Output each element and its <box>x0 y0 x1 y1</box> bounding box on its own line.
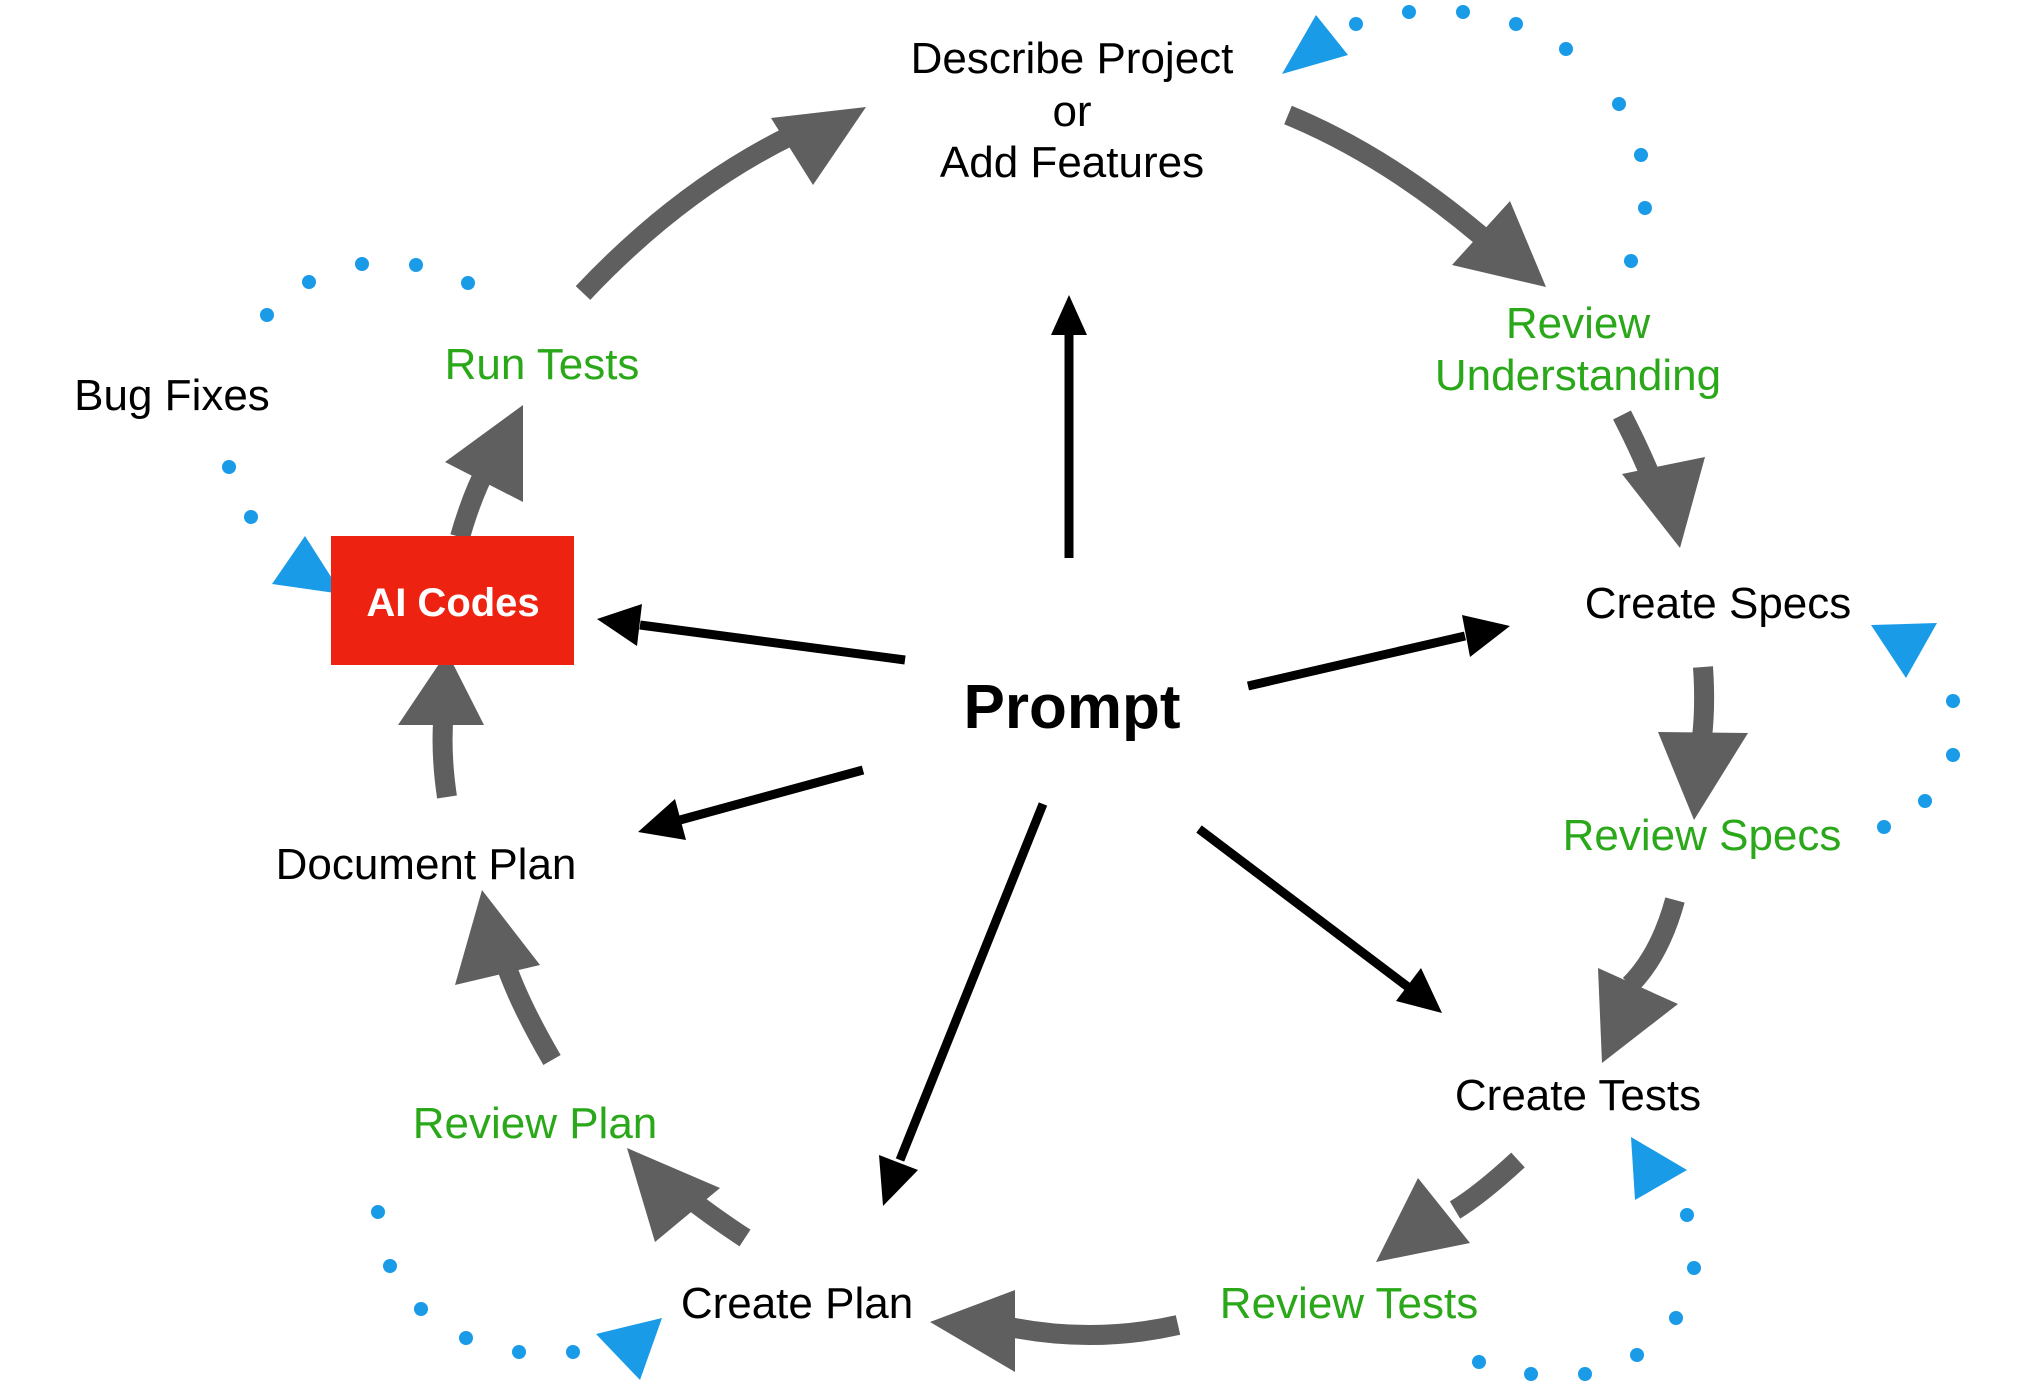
prompt-arrows <box>597 295 1510 1206</box>
arrowhead-document-plan-to-ai-codes <box>398 652 484 725</box>
prompt-arrow-to-ai-codes <box>639 620 906 665</box>
arrowhead-describe-to-review-understanding <box>1452 201 1546 287</box>
review-tests-label: Review Tests <box>1220 1279 1478 1328</box>
arrowhead-review-plan-to-document-plan <box>455 890 540 985</box>
arrow-review-tests-to-create-plan <box>997 1315 1181 1345</box>
create-specs-label: Create Specs <box>1585 579 1852 628</box>
arrow-review-plan-to-document-plan <box>496 961 561 1066</box>
bug-fixes-loop <box>222 257 475 594</box>
prompt-arrowhead-to-create-specs <box>1462 615 1510 657</box>
describe-line-3: Add Features <box>940 138 1204 187</box>
loop-dots <box>222 5 1960 1381</box>
review-understanding-line-1: Review <box>1506 299 1650 348</box>
describe-review-loop <box>1282 5 1652 268</box>
prompt-arrow-to-create-plan <box>895 802 1048 1162</box>
tests-review-loop <box>1472 1137 1701 1381</box>
review-plan-label: Review Plan <box>413 1099 658 1148</box>
loop-arrowhead-plan <box>596 1318 662 1380</box>
arrow-describe-to-review-understanding <box>1284 105 1487 243</box>
ai-codes-label: AI Codes <box>366 581 539 625</box>
loop-arrowhead-tests <box>1631 1137 1687 1200</box>
arrow-review-specs-to-create-tests <box>1622 897 1685 993</box>
prompt-arrowhead-to-describe <box>1051 295 1087 335</box>
prompt-arrowhead-to-document-plan <box>638 799 686 840</box>
arrowhead-create-specs-to-review-specs <box>1658 732 1748 820</box>
arrowhead-create-plan-to-review-plan <box>627 1148 720 1242</box>
prompt-arrow-to-create-tests <box>1196 825 1411 991</box>
specs-review-loop <box>1871 623 1960 834</box>
describe-line-2: or <box>1052 87 1091 136</box>
arrowhead-review-understanding-to-create-specs <box>1622 457 1705 548</box>
prompt-arrowhead-to-ai-codes <box>597 604 642 646</box>
loop-arrowhead-bug-fixes <box>272 536 342 594</box>
create-tests-label: Create Tests <box>1455 1071 1701 1120</box>
review-specs-label: Review Specs <box>1563 811 1842 860</box>
bug-fixes-label: Bug Fixes <box>74 371 270 420</box>
run-tests-label: Run Tests <box>445 340 640 389</box>
describe-line-1: Describe Project <box>911 34 1234 83</box>
arrowhead-runtests-to-describe <box>771 107 866 185</box>
arrow-runtests-to-describe <box>575 126 797 300</box>
ai-codes-box <box>331 536 574 665</box>
prompt-label: Prompt <box>964 673 1181 742</box>
arrowhead-review-specs-to-create-tests <box>1598 968 1678 1063</box>
loop-arrowhead-specs <box>1871 623 1937 678</box>
create-plan-label: Create Plan <box>681 1279 913 1328</box>
prompt-arrow-to-document-plan <box>678 765 865 825</box>
prompt-arrowhead-to-create-plan <box>879 1155 918 1206</box>
prompt-arrow-to-create-specs <box>1246 631 1467 691</box>
arrowhead-ai-codes-to-run-tests <box>445 405 523 502</box>
plan-review-loop <box>371 1205 662 1380</box>
document-plan-label: Document Plan <box>276 840 577 889</box>
arrow-create-tests-to-review-tests <box>1449 1152 1525 1219</box>
arrowhead-create-tests-to-review-tests <box>1376 1178 1470 1262</box>
cycle-arrows <box>398 105 1748 1372</box>
review-understanding-line-2: Understanding <box>1435 351 1721 400</box>
labels: Describe Project or Add Features Review … <box>74 34 1851 1328</box>
arrowhead-review-tests-to-create-plan <box>930 1290 1015 1372</box>
prompt-arrowhead-to-create-tests <box>1396 968 1442 1013</box>
loop-arrowhead-describe <box>1282 15 1348 74</box>
